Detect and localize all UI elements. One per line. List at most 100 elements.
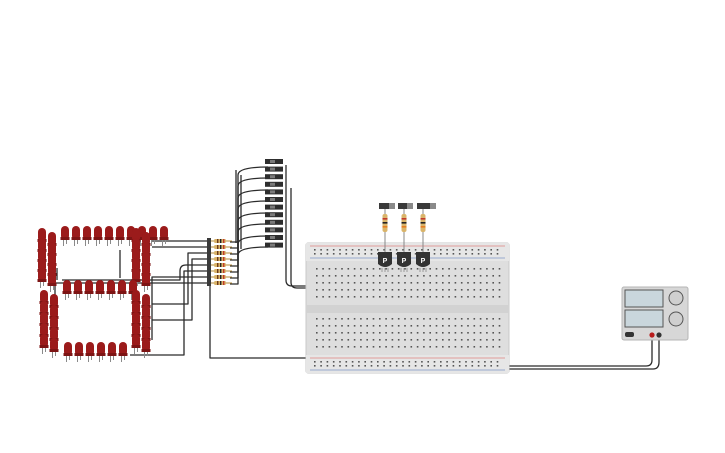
slide-switch[interactable] xyxy=(265,181,283,187)
slide-switch[interactable] xyxy=(265,242,283,248)
resistor[interactable] xyxy=(208,269,232,273)
transistor-label: P xyxy=(402,258,407,265)
breadboard-hole xyxy=(347,332,350,334)
slide-switch[interactable] xyxy=(265,219,283,225)
breadboard-hole xyxy=(326,253,329,255)
transistor[interactable]: P xyxy=(416,203,430,272)
transistor[interactable]: P xyxy=(397,203,411,272)
slide-switch-knob[interactable] xyxy=(270,175,275,179)
resistor[interactable] xyxy=(208,245,232,249)
breadboard-hole xyxy=(427,361,429,363)
breadboard-hole xyxy=(410,332,413,334)
breadboard-hole xyxy=(454,275,457,277)
slide-switch-knob[interactable] xyxy=(270,198,275,201)
slide-switch[interactable] xyxy=(265,227,283,233)
breadboard-hole xyxy=(385,296,387,298)
slide-switch[interactable] xyxy=(265,235,283,240)
breadboard-hole xyxy=(448,275,450,277)
breadboard-hole xyxy=(314,361,316,363)
negative-terminal[interactable] xyxy=(656,332,662,338)
slide-switch-knob[interactable] xyxy=(270,182,275,186)
resistor[interactable] xyxy=(208,239,232,243)
transistor[interactable]: P xyxy=(378,203,392,272)
slide-switch-knob[interactable] xyxy=(270,243,275,247)
slide-switch[interactable] xyxy=(265,159,283,164)
transistor-body[interactable] xyxy=(378,252,392,267)
slide-switch-knob[interactable] xyxy=(270,205,275,209)
breadboard-hole xyxy=(454,339,457,341)
breadboard-hole xyxy=(429,268,431,270)
resistor[interactable] xyxy=(208,251,232,255)
transistor-resistor-cap xyxy=(398,203,411,209)
breadboard-hole xyxy=(364,249,366,251)
breadboard-hole xyxy=(458,253,461,255)
breadboard-hole xyxy=(402,249,404,251)
voltage-knob[interactable] xyxy=(668,290,684,306)
power-button[interactable] xyxy=(625,332,634,337)
breadboard-hole xyxy=(328,289,331,291)
slide-switch-knob[interactable] xyxy=(270,228,275,232)
slide-switch[interactable] xyxy=(265,204,283,210)
slide-switch-knob[interactable] xyxy=(270,160,275,163)
breadboard-hole xyxy=(328,346,331,348)
led-body xyxy=(40,312,48,326)
transistor-body[interactable] xyxy=(397,252,411,267)
breadboard-hole xyxy=(496,365,499,367)
slide-switch-knob[interactable] xyxy=(270,236,275,239)
resistor[interactable] xyxy=(208,257,232,261)
resistor-array[interactable] xyxy=(207,238,232,286)
breadboard-hole xyxy=(442,339,444,341)
switch-to-resistor-wire xyxy=(230,189,269,255)
resistor[interactable] xyxy=(208,275,232,279)
breadboard-hole xyxy=(408,361,411,363)
resistor[interactable] xyxy=(208,263,232,267)
resistor-band xyxy=(220,281,222,285)
breadboard-hole xyxy=(341,275,343,277)
breadboard-hole xyxy=(452,361,455,363)
bottom-row-led xyxy=(118,342,128,362)
right-column-led xyxy=(131,334,141,354)
breadboard-hole xyxy=(322,332,324,334)
slide-switch-knob[interactable] xyxy=(270,220,275,224)
power-supply[interactable] xyxy=(621,286,689,341)
breadboard-hole xyxy=(402,361,404,363)
breadboard-hole xyxy=(360,318,362,320)
breadboard-hole xyxy=(397,332,400,334)
breadboard-hole xyxy=(391,339,394,341)
breadboard-hole xyxy=(448,339,450,341)
slide-switch[interactable] xyxy=(265,197,283,202)
breadboard-hole xyxy=(479,296,482,298)
breadboard-hole xyxy=(372,339,375,341)
breadboard-hole xyxy=(397,282,400,284)
resistor-band xyxy=(401,218,407,220)
slide-switch-knob[interactable] xyxy=(270,213,275,217)
breadboard-hole xyxy=(328,325,331,327)
slide-switch-knob[interactable] xyxy=(270,167,275,171)
slide-switch[interactable] xyxy=(265,174,283,180)
breadboard-hole xyxy=(383,249,385,251)
led-rim xyxy=(141,283,151,286)
breadboard-hole xyxy=(328,296,331,298)
resistor[interactable] xyxy=(208,281,232,285)
breadboard-hole xyxy=(460,289,463,291)
breadboard-hole xyxy=(414,253,417,255)
breadboard-hole xyxy=(471,253,474,255)
led-body xyxy=(149,226,157,240)
slide-switch-knob[interactable] xyxy=(270,190,275,194)
positive-terminal[interactable] xyxy=(649,332,655,338)
breadboard-hole xyxy=(379,332,381,334)
current-knob[interactable] xyxy=(668,311,684,327)
slide-switch[interactable] xyxy=(265,166,283,172)
led-body xyxy=(142,316,150,330)
breadboard-hole xyxy=(347,339,350,341)
breadboard-hole xyxy=(435,332,438,334)
slide-switch-bank[interactable] xyxy=(265,159,283,248)
breadboard-hole xyxy=(364,361,366,363)
slide-switch[interactable] xyxy=(265,189,283,195)
breadboard-hole xyxy=(397,275,400,277)
transistor-body[interactable] xyxy=(416,252,430,267)
breadboard-hole xyxy=(421,249,423,251)
slide-switch[interactable] xyxy=(265,212,283,218)
